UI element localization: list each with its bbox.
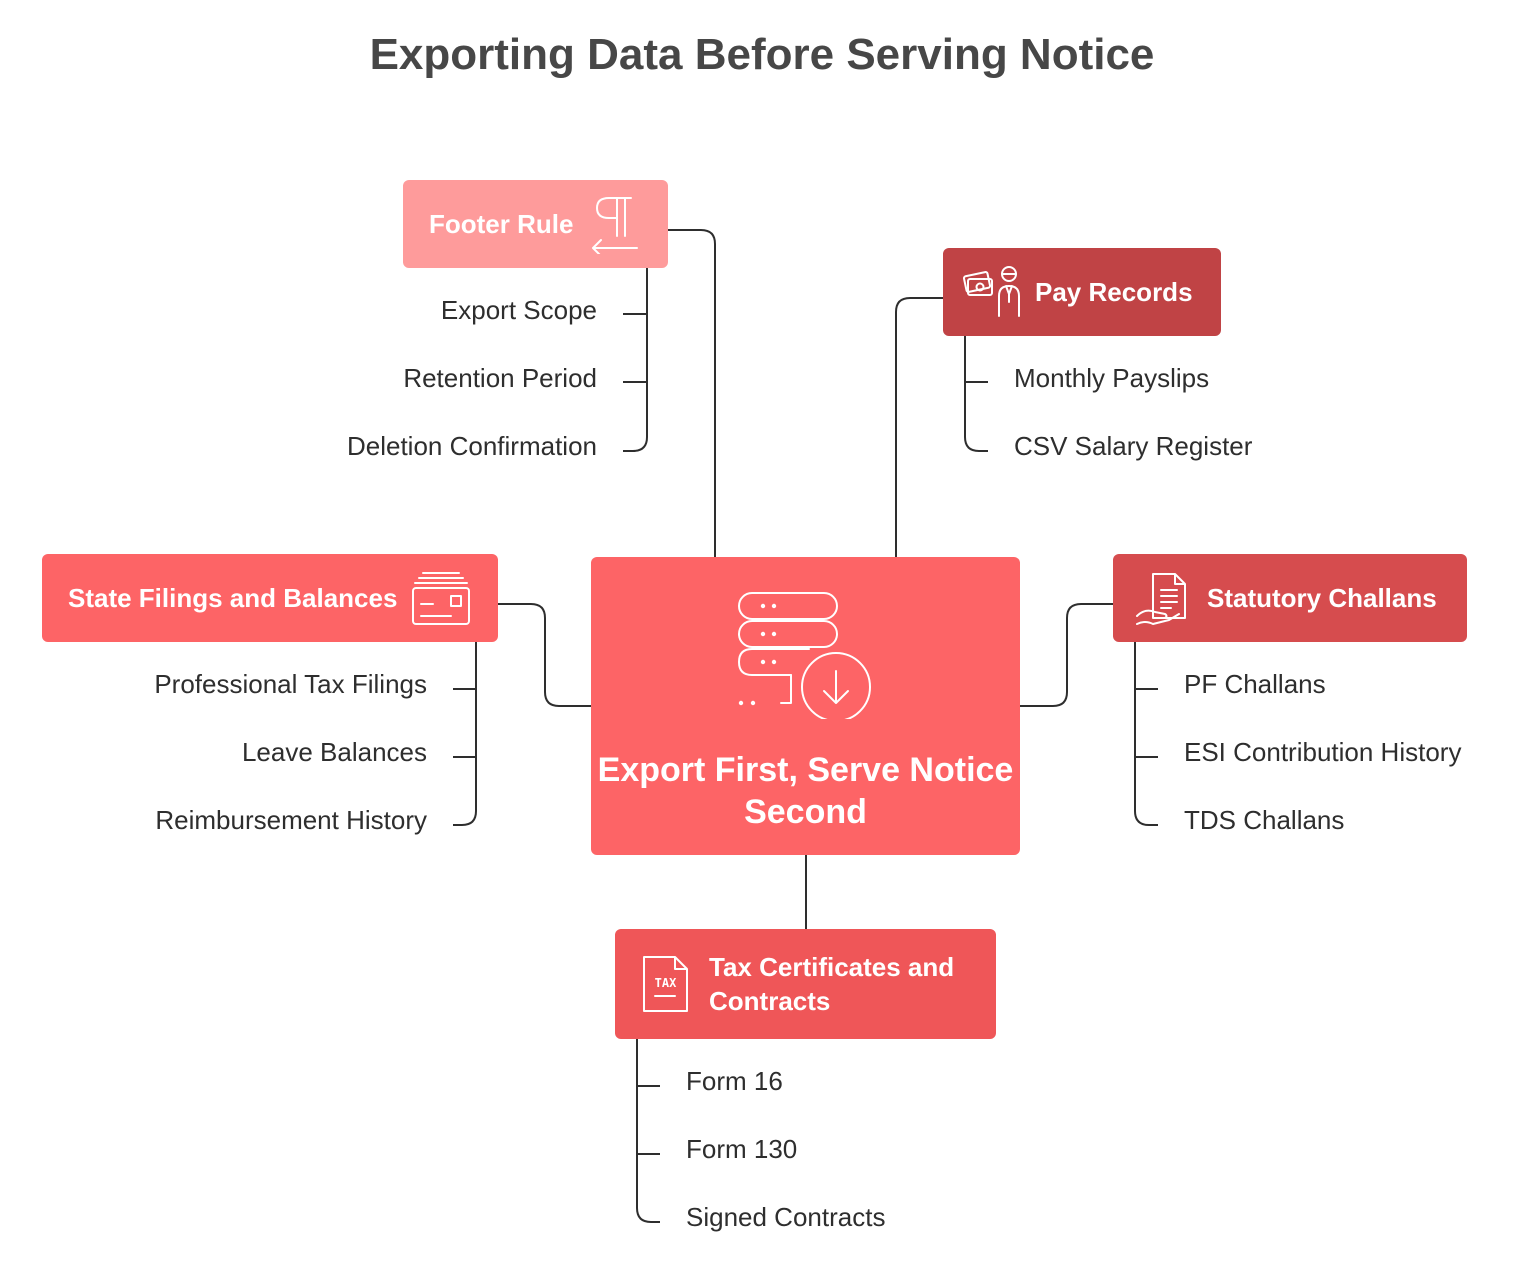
state-item-2: Leave Balances xyxy=(241,737,427,767)
footer-rule-node: Footer Rule xyxy=(403,180,668,268)
state-item-1: Professional Tax Filings xyxy=(154,669,427,699)
statutory-challans-node: Statutory Challans xyxy=(1113,554,1467,642)
statutory-item-2: ESI Contribution History xyxy=(1184,737,1462,767)
connector-state-filings xyxy=(498,603,591,707)
server-download-icon xyxy=(738,592,871,719)
footer-rule-label: Footer Rule xyxy=(429,209,574,239)
connector-tax-items xyxy=(636,1039,660,1223)
connector-footer-items xyxy=(623,268,648,452)
pilcrow-return-icon xyxy=(592,197,639,254)
pay-item-2: CSV Salary Register xyxy=(1014,431,1253,461)
state-filings-label: State Filings and Balances xyxy=(68,583,398,613)
statutory-item-3: TDS Challans xyxy=(1184,805,1345,835)
state-item-3: Reimbursement History xyxy=(155,805,427,835)
tax-certificates-node: TAX Tax Certificates and Contracts xyxy=(615,929,996,1039)
tax-item-3: Signed Contracts xyxy=(686,1202,886,1232)
pay-records-node: Pay Records xyxy=(943,248,1221,336)
footer-item-2: Retention Period xyxy=(403,363,597,393)
connector-pay-records xyxy=(895,297,943,557)
central-label: Export First, Serve Notice Second xyxy=(597,751,1014,831)
connector-pay-items xyxy=(964,336,988,452)
tax-document-icon: TAX xyxy=(643,956,688,1012)
statutory-item-1: PF Challans xyxy=(1184,669,1326,699)
stacked-cards-icon xyxy=(412,572,471,625)
connector-state-items xyxy=(453,642,477,826)
page-title: Exporting Data Before Serving Notice xyxy=(369,30,1155,79)
tax-icon-text: TAX xyxy=(655,976,677,990)
connector-footer-rule xyxy=(668,229,716,557)
tax-item-2: Form 130 xyxy=(686,1134,798,1164)
footer-item-1: Export Scope xyxy=(440,295,597,325)
statutory-challans-label: Statutory Challans xyxy=(1207,583,1437,613)
state-filings-node: State Filings and Balances xyxy=(42,554,498,642)
connector-statutory xyxy=(1020,603,1113,707)
pay-records-label: Pay Records xyxy=(1035,277,1193,307)
pay-item-1: Monthly Payslips xyxy=(1014,363,1210,393)
central-node: Export First, Serve Notice Second xyxy=(591,557,1020,855)
tax-certificates-label: Tax Certificates and Contracts xyxy=(709,952,955,1016)
footer-item-3: Deletion Confirmation xyxy=(346,431,597,461)
connector-statutory-items xyxy=(1134,642,1158,826)
tax-item-1: Form 16 xyxy=(686,1066,783,1096)
payroll-person-icon xyxy=(963,266,1020,317)
document-hand-icon xyxy=(1136,573,1186,625)
